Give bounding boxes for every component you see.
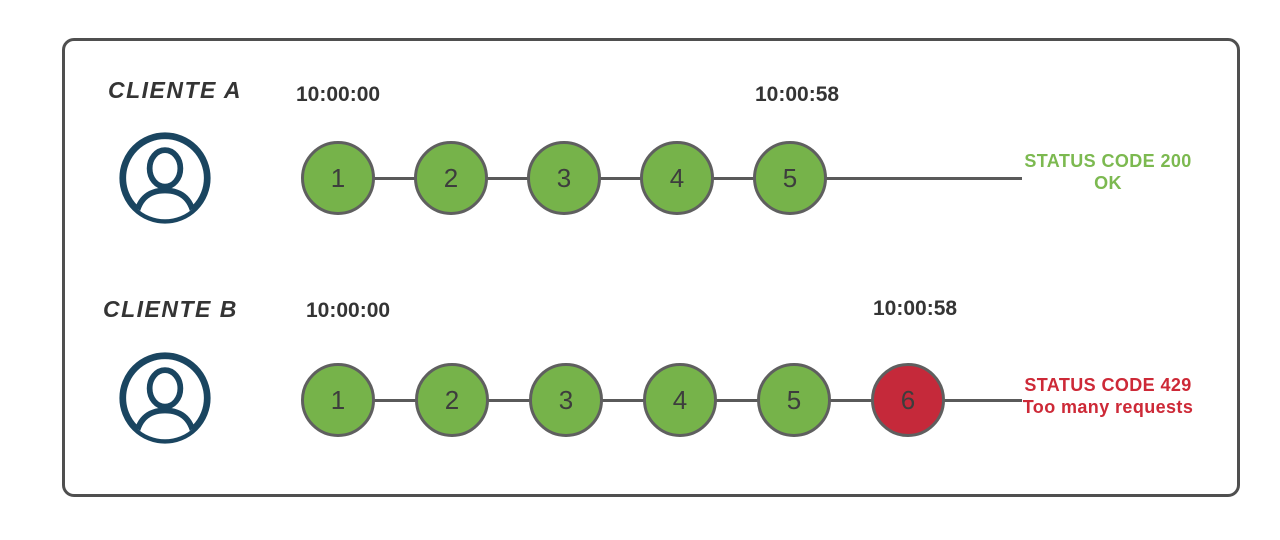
request-circle: 1: [301, 363, 375, 437]
end-timestamp: 10:00:58: [755, 83, 840, 106]
request-circle: 3: [529, 363, 603, 437]
status-message-success: STATUS CODE 200 OK: [1006, 150, 1210, 194]
client-b-label: CLIENTE B: [103, 296, 238, 322]
request-circle: 5: [753, 141, 827, 215]
request-sequence: 1 2 3 4 5 6: [301, 363, 945, 437]
request-circle: 1: [301, 141, 375, 215]
request-circle: 6: [871, 363, 945, 437]
request-circle: 2: [414, 141, 488, 215]
client-a-label: CLIENTE A: [108, 77, 243, 103]
request-circle: 4: [640, 141, 714, 215]
status-text-line: Too many requests: [1022, 397, 1194, 417]
request-circle: 5: [757, 363, 831, 437]
start-timestamp: 10:00:00: [306, 299, 391, 322]
status-code-line: STATUS CODE 200: [1024, 151, 1192, 171]
status-code-line: STATUS CODE 429: [1024, 375, 1192, 395]
user-icon: [117, 130, 213, 226]
end-timestamp: 10:00:58: [873, 297, 958, 320]
request-circle: 3: [527, 141, 601, 215]
status-text-line: OK: [1094, 173, 1122, 193]
request-circle: 2: [415, 363, 489, 437]
user-icon: [117, 350, 213, 446]
request-circle: 4: [643, 363, 717, 437]
status-message-error: STATUS CODE 429 Too many requests: [1006, 374, 1210, 418]
request-sequence: 1 2 3 4 5: [301, 141, 827, 215]
start-timestamp: 10:00:00: [296, 83, 381, 106]
